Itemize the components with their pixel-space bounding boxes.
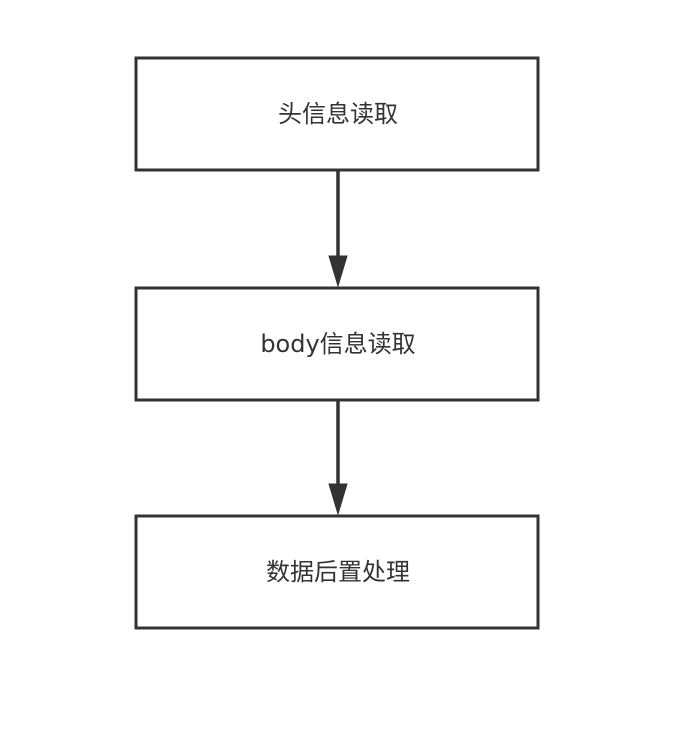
- arrowhead-icon: [328, 255, 348, 288]
- node-box: [134, 286, 540, 402]
- edge-header-to-body: [328, 170, 348, 288]
- node-box: [134, 514, 540, 630]
- node-label: 头信息读取: [278, 100, 398, 128]
- node-label: 数据后置处理: [266, 558, 410, 586]
- edge-body-to-postprocess: [328, 400, 348, 516]
- arrowhead-icon: [328, 483, 348, 516]
- node-header-read: 头信息读取: [134, 56, 540, 172]
- node-body-read: body信息读取: [134, 286, 540, 402]
- node-box: [134, 56, 540, 172]
- node-label: body信息读取: [260, 330, 415, 358]
- node-post-process: 数据后置处理: [134, 514, 540, 630]
